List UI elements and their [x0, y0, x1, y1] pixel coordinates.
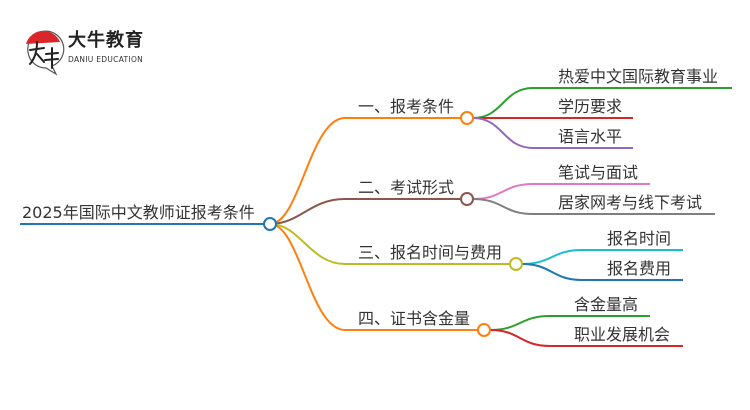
logo-subtitle: DANIU EDUCATION — [68, 55, 144, 64]
leaf-node[interactable]: 职业发展机会 — [574, 325, 671, 344]
leaf-node[interactable]: 报名时间 — [607, 229, 672, 248]
branch-collapse-toggle[interactable] — [460, 192, 474, 206]
logo-name: 大牛教育 — [68, 30, 144, 51]
branch-node[interactable]: 一、报考条件 — [358, 97, 455, 116]
branch-collapse-toggle[interactable] — [509, 257, 523, 271]
leaf-connector — [472, 87, 732, 119]
leaf-connector — [489, 315, 650, 331]
branch-collapse-toggle[interactable] — [460, 111, 474, 125]
branch-node[interactable]: 二、考试形式 — [358, 178, 455, 197]
leaf-connector — [521, 249, 683, 265]
leaf-node[interactable]: 语言水平 — [558, 127, 623, 146]
branch-connector — [269, 198, 461, 225]
logo-mark-glyph — [29, 41, 59, 69]
leaf-connector — [521, 263, 683, 281]
leaf-connector — [472, 198, 715, 215]
leaf-node[interactable]: 热爱中文国际教育事业 — [558, 67, 719, 86]
root-node[interactable]: 2025年国际中文教师证报考条件 — [22, 203, 255, 222]
root-collapse-toggle[interactable] — [263, 217, 277, 231]
leaf-connector — [489, 329, 683, 347]
leaf-node[interactable]: 含金量高 — [574, 295, 639, 314]
branch-connector — [269, 117, 461, 225]
branch-collapse-toggle[interactable] — [477, 323, 491, 337]
branch-connector — [269, 223, 510, 265]
branch-connector — [269, 223, 478, 331]
branch-node[interactable]: 四、证书含金量 — [358, 309, 471, 328]
leaf-node[interactable]: 报名费用 — [607, 259, 672, 278]
branch-node[interactable]: 三、报名时间与费用 — [358, 243, 503, 262]
logo-mark — [26, 30, 65, 76]
leaf-node[interactable]: 居家网考与线下考试 — [558, 193, 703, 212]
leaf-node[interactable]: 笔试与面试 — [558, 163, 639, 182]
leaf-node[interactable]: 学历要求 — [558, 97, 623, 116]
leaf-connector — [472, 117, 633, 149]
leaf-connector — [472, 183, 650, 200]
